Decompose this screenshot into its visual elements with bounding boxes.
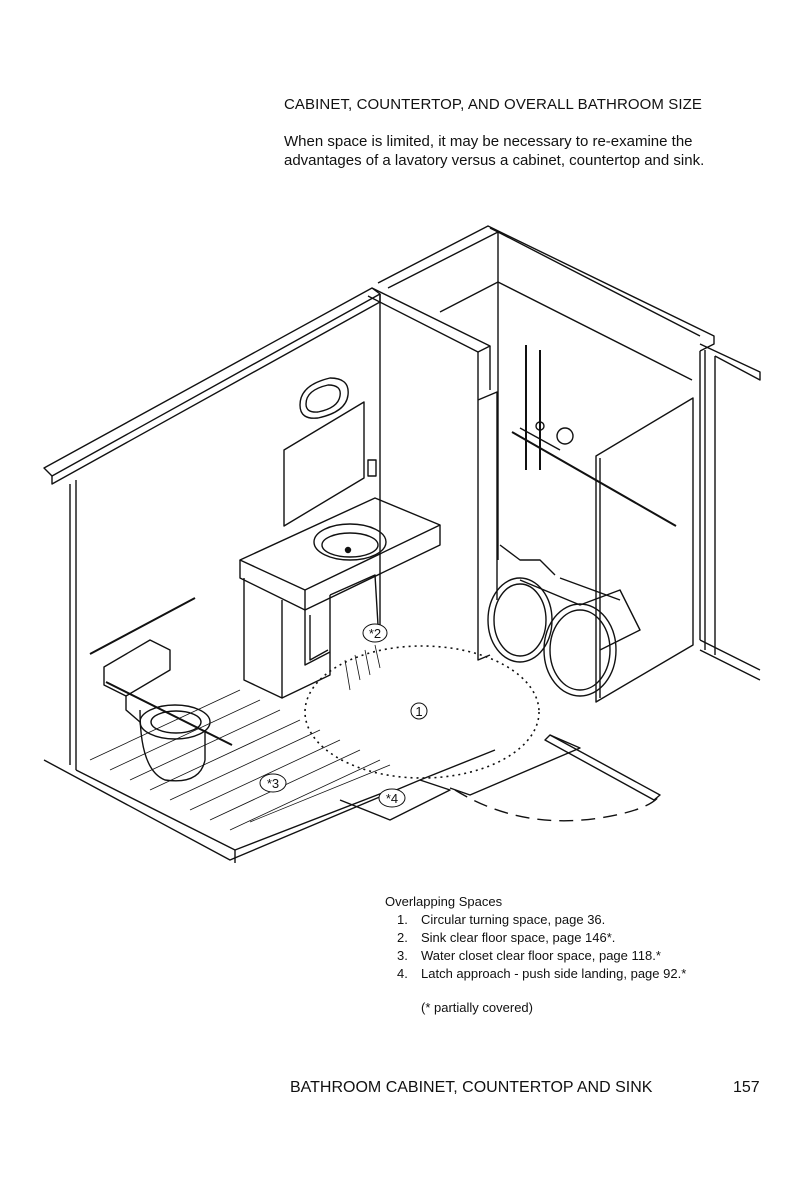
mirror [283,401,365,527]
intro-line: When space is limited, it may be necessa… [284,133,693,150]
legend-item-text: Circular turning space, page 36. [421,912,606,927]
legend-item-number: 2. [397,930,408,945]
legend-item-number: 1. [397,912,408,927]
vanity-cabinet [243,574,379,699]
turning-space [304,645,540,779]
wall-outlet [367,459,377,477]
door-swing [454,789,661,822]
vanity-countertop [239,497,441,611]
space-tag-3: *3 [259,773,287,793]
legend-item: 3. Water closet clear floor space, page … [385,947,686,965]
legend-item-number: 3. [397,948,408,963]
space-tag-2: *2 [362,623,388,643]
page-number: 157 [733,1079,760,1096]
footer-section-title: BATHROOM CABINET, COUNTERTOP AND SINK [290,1079,653,1096]
space-tags: 1 *2 *3 *4 [259,623,428,808]
sink-basin [313,523,387,561]
right-wall [699,343,761,681]
legend-item-text: Latch approach - push side landing, page… [421,966,687,981]
legend-item-text: Water closet clear floor space, page 118… [421,948,661,963]
space-tag-label: *3 [267,776,279,791]
floor [43,734,581,863]
wall-light [299,377,349,419]
toilet [103,639,211,782]
door-leaf [544,734,661,801]
overlapping-spaces-legend: Overlapping Spaces 1. Circular turning s… [385,893,686,1017]
shower-walls [377,225,715,640]
legend-item: 4. Latch approach - push side landing, p… [385,965,686,983]
space-tag-label: 1 [415,704,422,719]
space-tag-label: *2 [369,626,381,641]
back-wall [43,287,381,770]
bathroom-isometric-drawing: 1 *2 *3 *4 [43,225,761,863]
intro-paragraph: When space is limited, it may be necessa… [284,132,764,170]
grab-bars [89,345,677,746]
legend-list: 1. Circular turning space, page 36. 2. S… [385,911,686,983]
legend-title: Overlapping Spaces [385,894,503,909]
intro-line: advantages of a lavatory versus a cabine… [284,152,705,169]
legend-item: 1. Circular turning space, page 36. [385,911,686,929]
partition-wall [367,287,498,661]
legend-item-text: Sink clear floor space, page 146*. [421,930,616,945]
space-tag-4: *4 [378,788,406,808]
page-heading: CABINET, COUNTERTOP, AND OVERALL BATHROO… [284,96,703,113]
legend-item: 2. Sink clear floor space, page 146*. [385,929,686,947]
legend-note: (* partially covered) [421,1000,533,1015]
shower-door [595,397,694,703]
space-tag-label: *4 [386,791,398,806]
space-tag-1: 1 [410,702,428,720]
shower-controls [519,421,574,451]
legend-item-number: 4. [397,966,408,981]
wheelchair [487,544,641,697]
